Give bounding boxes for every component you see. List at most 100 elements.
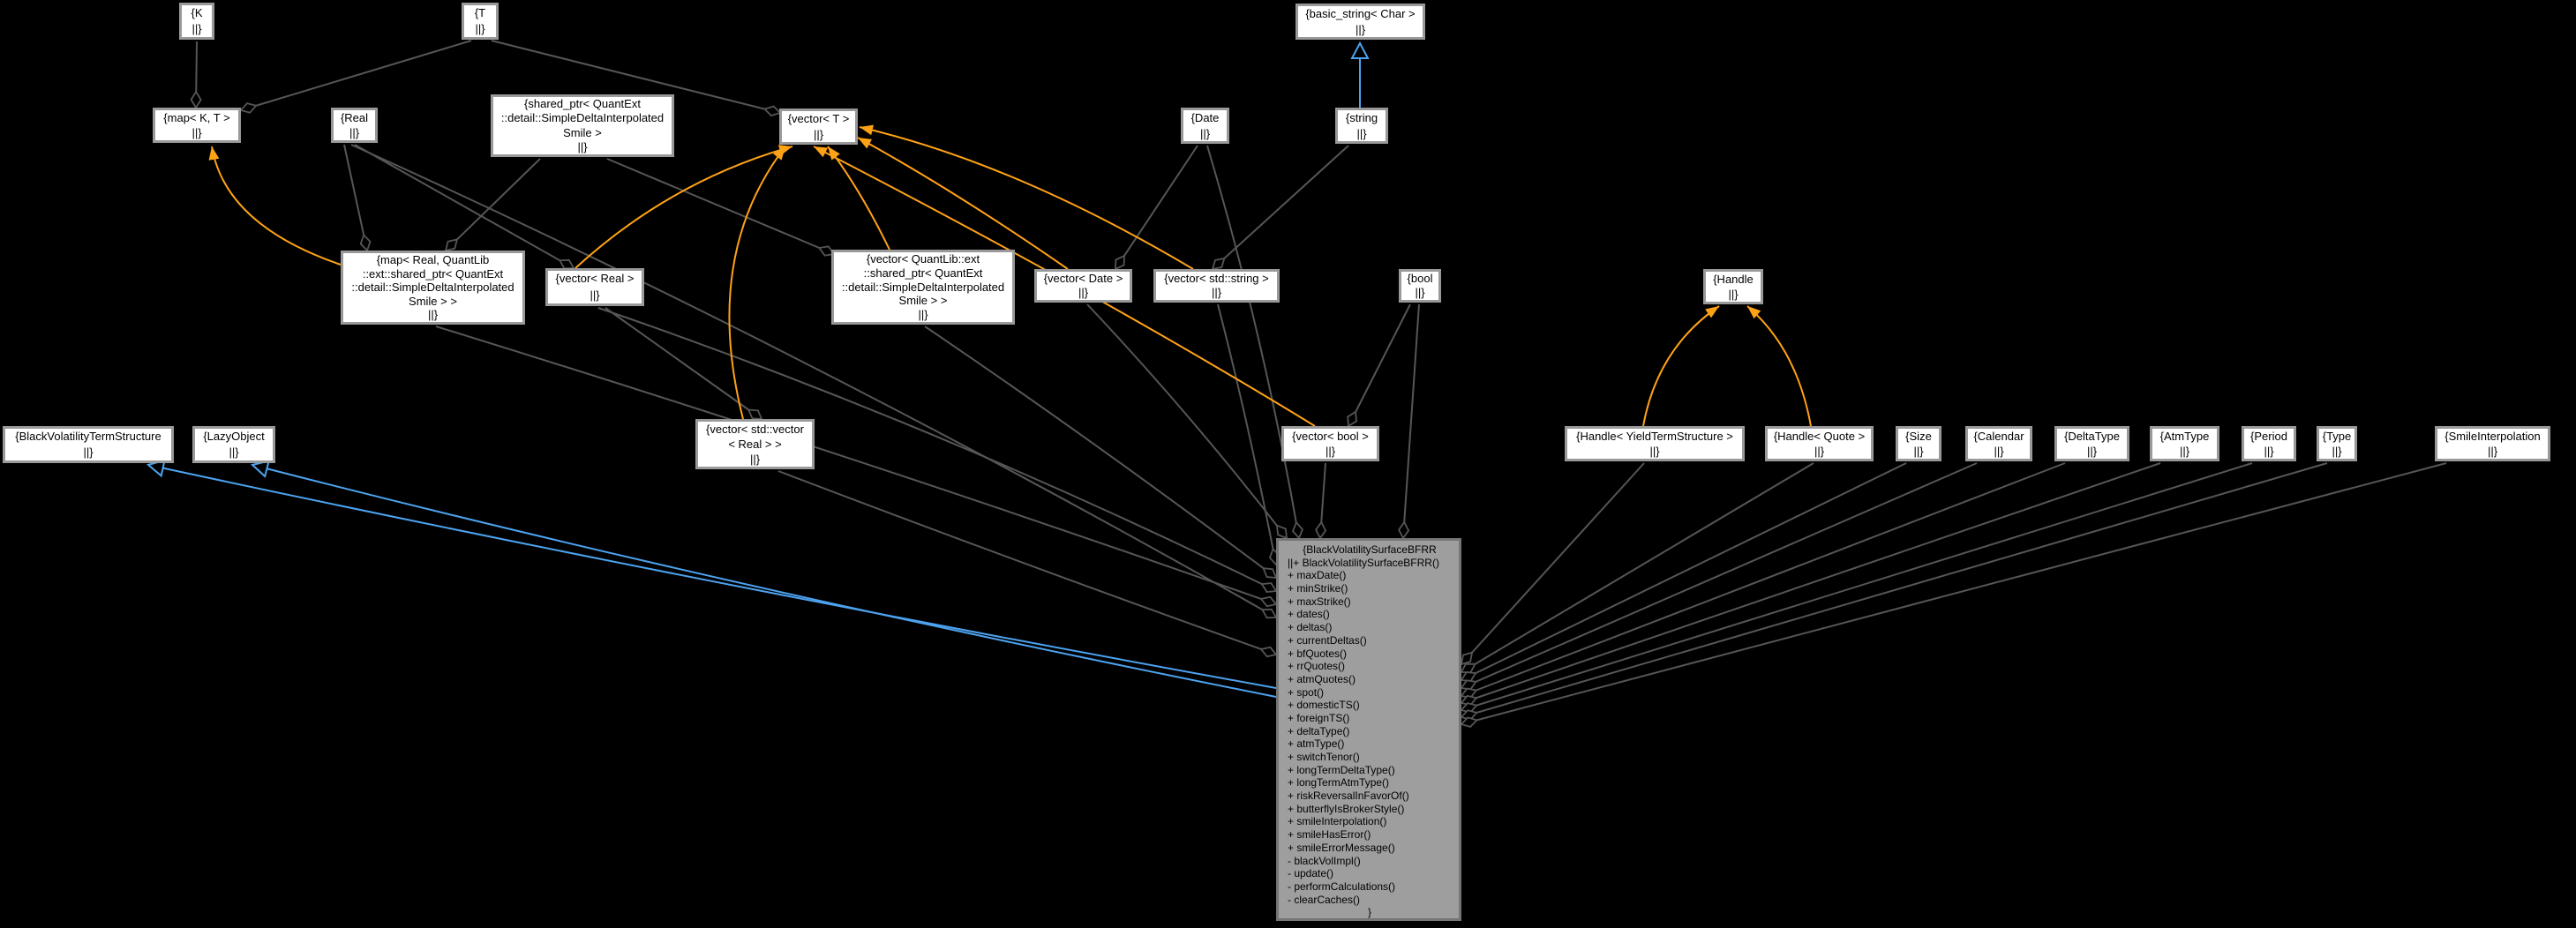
inheritance-triangle-icon	[250, 460, 271, 478]
class-node-handle[interactable]: {Handle||}	[1703, 269, 1763, 304]
class-label-line: ||}	[590, 288, 600, 302]
class-label-line: ::detail::SimpleDeltaInterpolated	[500, 111, 665, 125]
class-label-line: ::ext::shared_ptr< QuantExt	[362, 266, 504, 281]
edge-vector-string-to-string	[1212, 145, 1349, 270]
class-label-line: Smile >	[563, 125, 602, 139]
class-node-handle-quote[interactable]: {Handle< Quote >||}	[1765, 426, 1874, 461]
aggregation-diamond-icon	[1460, 651, 1474, 666]
class-node-period[interactable]: {Period||}	[2242, 426, 2296, 461]
aggregation-diamond-icon	[1259, 646, 1278, 658]
class-label-line: + deltas()	[1288, 621, 1333, 634]
edge-main-to-delta-type	[1461, 462, 2066, 697]
class-node-type[interactable]: {Type||}	[2317, 426, 2357, 461]
edge-vector-real-to-vector-t	[575, 146, 793, 269]
class-node-smile-interpolation[interactable]: {SmileInterpolation||}	[2435, 426, 2550, 461]
aggregation-diamond-icon	[1260, 582, 1278, 593]
class-node-vector-t[interactable]: {vector< T >||}	[779, 109, 858, 145]
class-node-shared-ptr-smile[interactable]: {shared_ptr< QuantExt::detail::SimpleDel…	[491, 94, 674, 157]
class-node-vector-date[interactable]: {vector< Date >||}	[1034, 269, 1132, 303]
class-node-size[interactable]: {Size||}	[1896, 426, 1941, 461]
class-label-line: ||}	[2487, 445, 2498, 458]
aggregation-diamond-icon	[1275, 524, 1288, 540]
class-node-string[interactable]: {string||}	[1335, 108, 1388, 144]
aggregation-diamond-icon	[1315, 520, 1327, 540]
aggregation-diamond-icon	[1460, 679, 1478, 691]
class-label-line: ||}	[749, 453, 761, 466]
edge-map-real-smile-to-real	[343, 144, 368, 251]
class-label-line: {vector< bool >	[1292, 430, 1369, 443]
template-arrow-icon	[1705, 306, 1719, 318]
class-node-vector-smile[interactable]: {vector< QuantLib::ext::shared_ptr< Quan…	[831, 250, 1015, 325]
class-node-bvts[interactable]: {BlackVolatilityTermStructure ||}	[3, 426, 174, 463]
class-label-line: + smileInterpolation()	[1288, 815, 1387, 828]
class-label-line: {basic_string< Char >	[1305, 7, 1416, 20]
edge-main-to-date	[1206, 145, 1300, 539]
class-node-k[interactable]: {K||}	[179, 3, 214, 40]
template-arrow-icon	[773, 146, 785, 161]
class-label-line: Smile > >	[898, 294, 948, 308]
aggregation-diamond-icon	[1347, 410, 1357, 428]
class-label-line: ||}	[229, 445, 239, 459]
aggregation-diamond-icon	[1262, 567, 1278, 580]
class-node-lazy-object[interactable]: {LazyObject||}	[192, 426, 275, 463]
class-node-main: {BlackVolatilitySurfaceBFRR||+ BlackVola…	[1276, 538, 1461, 921]
template-arrow-icon	[858, 138, 872, 149]
class-node-real[interactable]: {Real||}	[331, 108, 378, 143]
class-label-line: + butterflyIsBrokerStyle()	[1288, 802, 1405, 815]
class-label-line: {BlackVolatilityTermStructure	[15, 430, 161, 443]
class-node-vector-vector-real[interactable]: {vector< std::vector< Real > >||}	[695, 419, 815, 469]
class-node-vector-string[interactable]: {vector< std::string >||}	[1153, 269, 1280, 303]
class-node-calendar[interactable]: {Calendar||}	[1965, 426, 2032, 461]
class-node-handle-yts[interactable]: {Handle< YieldTermStructure >||}	[1565, 426, 1745, 461]
class-label-line: ||}	[83, 445, 94, 459]
class-label-line: {vector< std::vector	[706, 423, 804, 436]
class-label-line: {vector< std::string >	[1164, 272, 1269, 285]
class-node-map-kt[interactable]: {map< K, T >||}	[153, 108, 241, 143]
class-label-line: ::detail::SimpleDeltaInterpolated	[841, 280, 1005, 294]
class-label-line: {map< K, T >	[163, 111, 230, 124]
class-node-map-real-smile[interactable]: {map< Real, QuantLib::ext::shared_ptr< Q…	[341, 251, 525, 325]
class-label-line: + spot()	[1288, 685, 1325, 699]
class-label-line: ||}	[2332, 445, 2342, 458]
class-node-t[interactable]: {T||}	[462, 3, 499, 40]
class-node-bool[interactable]: {bool||}	[1399, 269, 1441, 303]
class-node-vector-bool[interactable]: {vector< bool >||}	[1281, 426, 1379, 461]
class-node-atm-type[interactable]: {AtmType||}	[2150, 426, 2219, 461]
class-node-basic-string[interactable]: {basic_string< Char > ||}	[1296, 4, 1425, 40]
aggregation-diamond-icon	[359, 233, 372, 252]
class-label-line: + dates()	[1288, 608, 1330, 621]
class-label-line: + foreignTS()	[1288, 711, 1350, 724]
aggregation-diamond-icon	[1211, 257, 1226, 271]
aggregation-diamond-icon	[1460, 716, 1479, 729]
class-label-line: + domesticTS()	[1288, 699, 1360, 712]
class-node-date[interactable]: {Date||}	[1181, 108, 1229, 144]
edge-main-to-type	[1461, 462, 2328, 718]
edge-handle-yts-to-handle	[1642, 305, 1720, 427]
class-label-line: {Size	[1905, 430, 1932, 443]
class-label-line: ||}	[349, 126, 360, 139]
aggregation-diamond-icon	[1115, 254, 1125, 271]
class-label-line: + currentDeltas()	[1288, 633, 1367, 647]
edge-main-to-lazy-object	[252, 464, 1277, 698]
class-label-line: ||}	[1355, 22, 1366, 36]
class-label-line: - performCalculations()	[1288, 879, 1396, 893]
class-label-line: {bool	[1407, 272, 1433, 285]
class-node-delta-type[interactable]: {DeltaType||}	[2054, 426, 2129, 461]
edge-main-to-handle-quote	[1461, 462, 1814, 673]
template-arrow-icon	[860, 124, 874, 136]
class-label-line: {vector< Date >	[1043, 272, 1123, 285]
class-label-line: {T	[474, 6, 486, 19]
class-label-line: + rrQuotes()	[1288, 660, 1346, 673]
class-label-line: }	[1367, 906, 1371, 919]
edge-vector-date-to-date	[1115, 145, 1198, 270]
edge-vector-smile-to-shared-ptr-smile	[606, 158, 835, 255]
aggregation-diamond-icon	[1460, 662, 1476, 674]
edge-vector-vector-real-to-vector-t	[728, 146, 786, 420]
class-label-line: + deltaType()	[1288, 724, 1350, 737]
class-label-line: ||}	[2179, 445, 2190, 458]
class-label-line: + atmQuotes()	[1288, 672, 1356, 685]
class-node-vector-real[interactable]: {vector< Real >||}	[545, 268, 644, 306]
inheritance-triangle-icon	[1350, 41, 1370, 59]
class-label-line: {vector< QuantLib::ext	[866, 252, 980, 266]
class-label-line: {K	[191, 6, 203, 19]
